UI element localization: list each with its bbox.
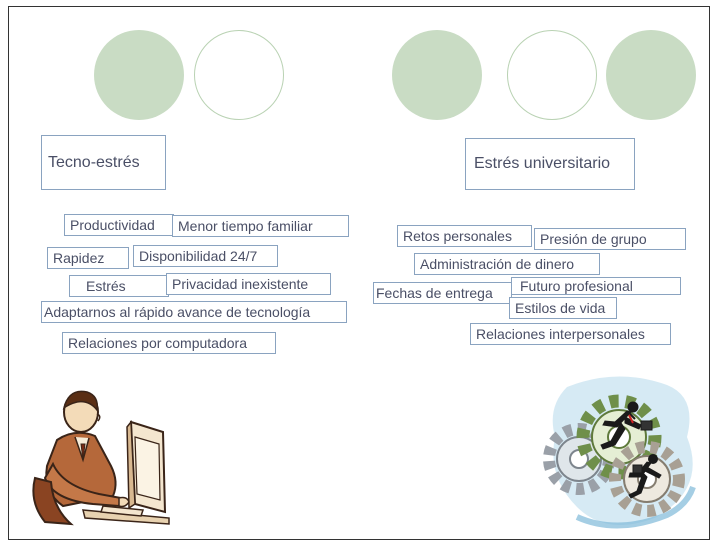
tecno-estres-title: Tecno-estrés [41, 135, 166, 190]
tag-privacidad-inexistente: Privacidad inexistente [166, 273, 331, 295]
man-at-computer-icon [32, 390, 170, 526]
tag-adaptarnos: Adaptarnos al rápido avance de tecnologí… [41, 301, 347, 323]
tag-estres: Estrés [69, 275, 169, 297]
circle-right-3 [606, 30, 696, 120]
tag-relaciones-interpersonales: Relaciones interpersonales [470, 323, 671, 345]
tag-futuro-profesional: Futuro profesional [511, 277, 681, 295]
slide: Tecno-estrés Estrés universitario Produc… [8, 6, 710, 540]
tag-menor-tiempo-familiar: Menor tiempo familiar [172, 215, 349, 237]
running-businessmen-gears-icon [543, 376, 696, 529]
tag-estilos-de-vida: Estilos de vida [509, 297, 617, 319]
tag-administracion-de-dinero: Administración de dinero [414, 253, 600, 275]
tag-disponibilidad: Disponibilidad 24/7 [133, 245, 278, 267]
tag-productividad: Productividad [64, 214, 174, 236]
circle-left-1 [94, 30, 184, 120]
tag-retos-personales: Retos personales [397, 225, 532, 247]
tag-fechas-de-entrega: Fechas de entrega [373, 282, 512, 304]
circle-left-2 [194, 30, 284, 120]
tag-rapidez: Rapidez [47, 247, 129, 269]
circle-right-1 [392, 30, 482, 120]
tag-presion-de-grupo: Presión de grupo [534, 228, 686, 250]
estres-universitario-title: Estrés universitario [465, 138, 635, 190]
circle-right-2 [507, 30, 597, 120]
tag-relaciones-por-computadora: Relaciones por computadora [62, 332, 276, 354]
